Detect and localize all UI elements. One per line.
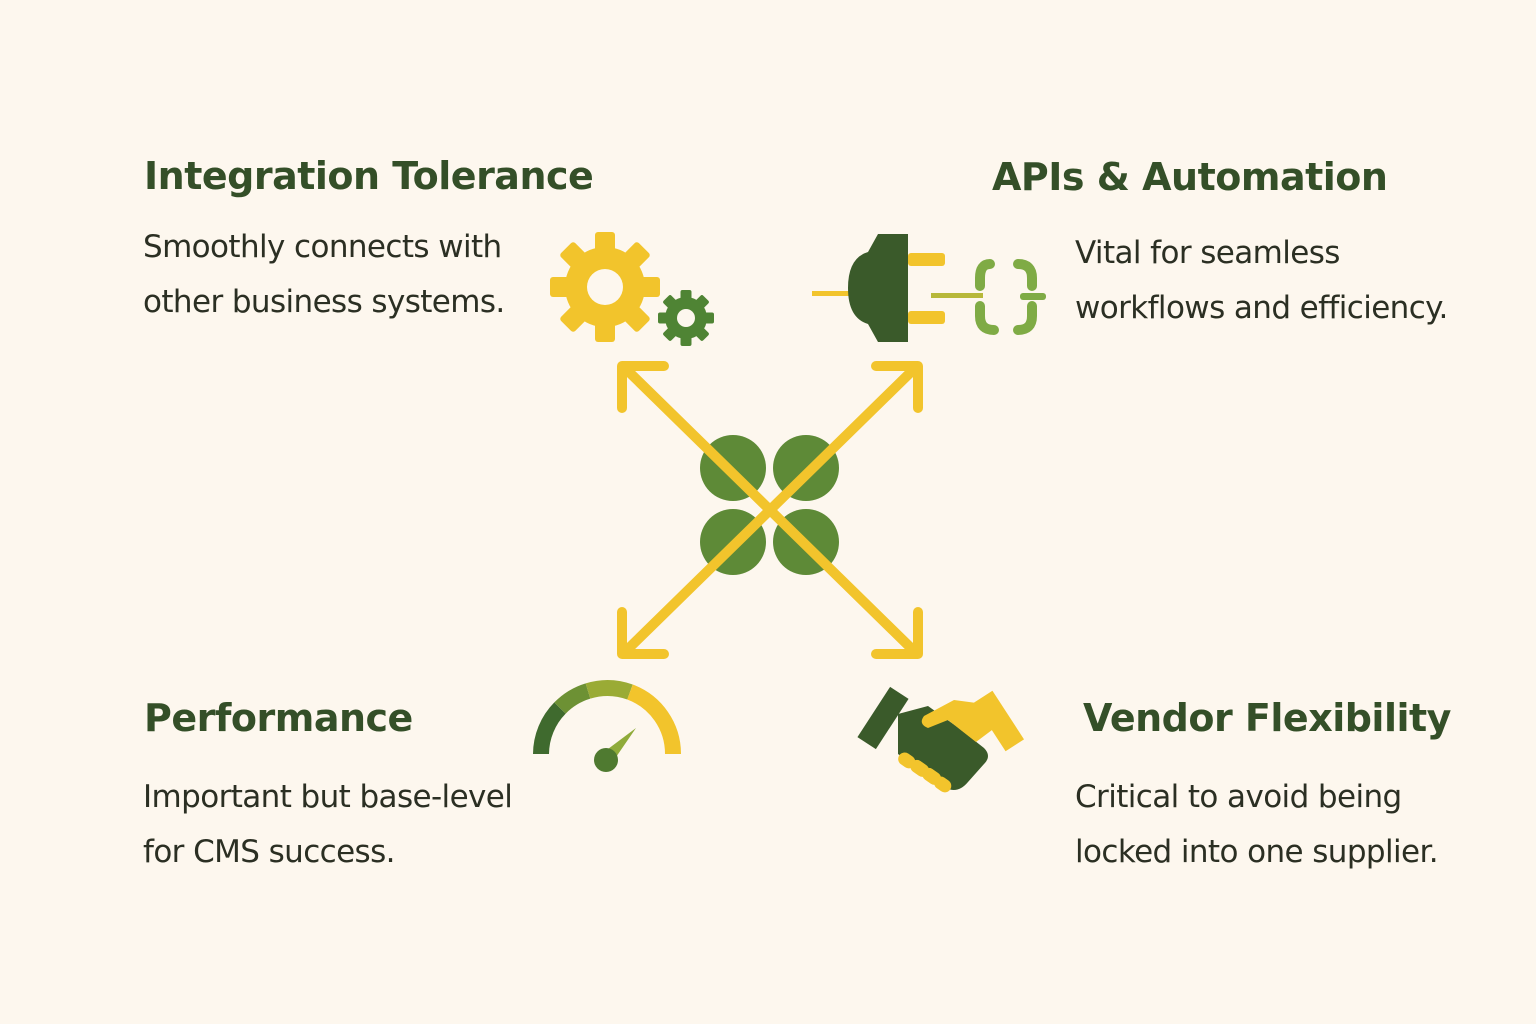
four-direction-arrows-icon: [617, 361, 923, 659]
description-line: Important but base-level: [143, 779, 513, 815]
left-cuff: [857, 686, 909, 750]
arrow-head-bottom-left: [617, 607, 669, 659]
plug-wire: [812, 291, 852, 296]
vendor-flexibility-description: Critical to avoid being locked into one …: [1075, 770, 1439, 880]
arrow-head-top-right: [871, 361, 923, 413]
plug-prong-bottom: [908, 311, 945, 324]
connector-wire: [931, 293, 983, 298]
apis-automation-description: Vital for seamless workflows and efficie…: [1075, 226, 1448, 336]
handshake-icon: [857, 686, 1025, 793]
description-line: for CMS success.: [143, 834, 396, 870]
gears-icon: [550, 232, 714, 346]
performance-title: Performance: [144, 696, 413, 740]
chain-link-tab: [1020, 293, 1046, 300]
description-line: Critical to avoid being: [1075, 779, 1402, 815]
right-hand: [921, 700, 992, 742]
performance-description: Important but base-level for CMS success…: [143, 770, 513, 880]
vendor-flexibility-title: Vendor Flexibility: [1083, 696, 1451, 740]
integration-tolerance-title: Integration Tolerance: [144, 154, 594, 198]
center-diagram: [617, 361, 923, 659]
arrow-diagonal-down-left: [622, 365, 918, 655]
arrow-head-bottom-right: [871, 607, 923, 659]
small-gear: [658, 290, 714, 346]
arrow-head-top-left: [617, 361, 669, 413]
speedometer-icon: [533, 680, 682, 772]
chain-link: [975, 259, 1037, 335]
description-line: Vital for seamless: [1075, 235, 1340, 271]
description-line: workflows and efficiency.: [1075, 290, 1448, 326]
integration-tolerance-description: Smoothly connects with other business sy…: [143, 220, 505, 330]
plug-prong-top: [908, 253, 945, 266]
apis-automation-title: APIs & Automation: [992, 155, 1388, 199]
plug-connector-icon: [812, 234, 1046, 342]
speedometer-dial: [533, 680, 682, 755]
fingers: [898, 752, 952, 793]
plug-body: [848, 234, 908, 342]
description-line: locked into one supplier.: [1075, 834, 1439, 870]
large-gear: [550, 232, 660, 342]
description-line: Smoothly connects with: [143, 229, 502, 265]
description-line: other business systems.: [143, 284, 505, 320]
right-cuff: [973, 690, 1025, 752]
speedometer-hub: [594, 748, 618, 772]
